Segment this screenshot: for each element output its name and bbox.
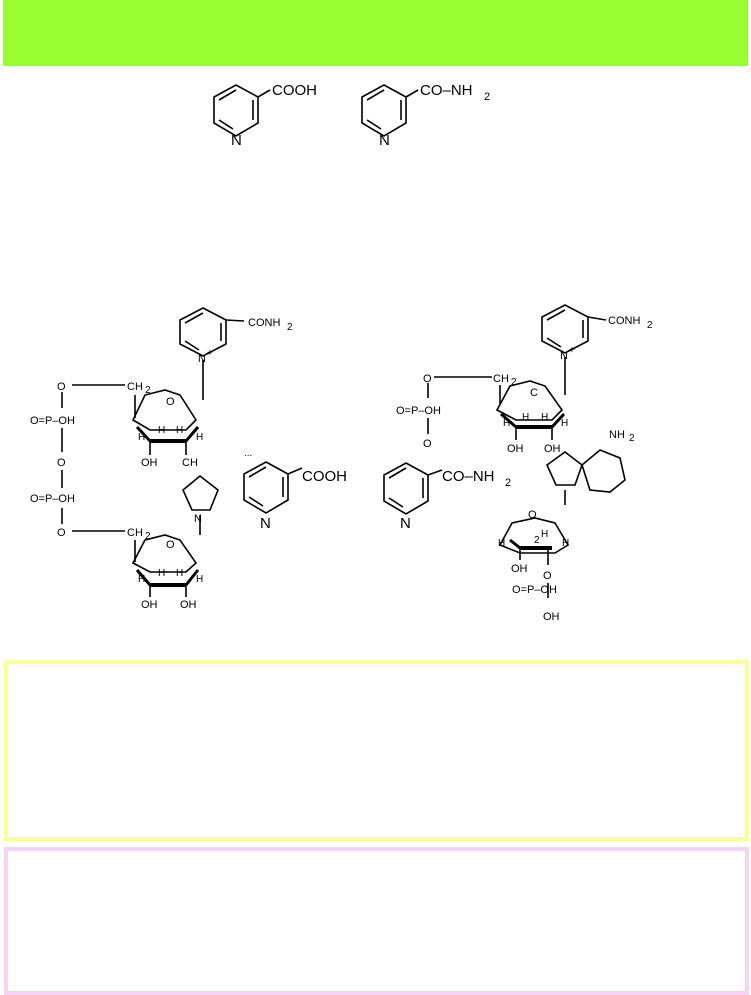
nicotinamide-top: [361, 84, 419, 137]
nicotinamide-mid: [383, 462, 443, 515]
nadp-ring-o2: O: [528, 509, 537, 521]
nadp-amide-sub: 2: [647, 320, 653, 331]
nad-oh-top: OH: [141, 457, 158, 469]
nicotinic-acid-top: [213, 84, 271, 137]
nadp-oh-2: OH: [544, 443, 561, 455]
nadp-o-top: O: [423, 373, 432, 385]
mid-dots: ...: [244, 448, 252, 459]
mid-acid-group: COOH: [302, 468, 347, 485]
header-banner: [3, 0, 748, 66]
nad-ring-o-bottom: O: [166, 539, 175, 551]
nad-ring-o-top: O: [166, 396, 175, 408]
nad-ring-n-sup: +: [207, 348, 213, 359]
nadp-h-1: H: [503, 418, 510, 429]
nad-ch2-top-sub: 2: [145, 385, 151, 396]
nad-ch2-bottom-sub: 2: [145, 531, 151, 542]
nad-amide: CONH: [248, 317, 280, 329]
structures-diagram: COOH N CO–NH 2 N CONH 2 N + CH 2 O O=P–O…: [30, 82, 653, 623]
nad-oh-bottom-1: OH: [141, 599, 158, 611]
nadp-h-6: H: [541, 529, 548, 540]
nadp-nh2: NH: [609, 429, 625, 441]
mid-amide-sub: 2: [505, 477, 511, 489]
nad-ch2-bottom: CH: [127, 527, 143, 539]
mid-acid-n: N: [260, 515, 271, 532]
nad-ch2-top: CH: [127, 381, 143, 393]
nadp-h-2: H: [522, 412, 529, 423]
nadp-h-7: H: [562, 538, 569, 549]
answer-box-yellow: [4, 660, 749, 841]
nadp-phosphate-bottom: O=P–OH: [512, 584, 557, 596]
nad-h-2: H: [158, 425, 165, 436]
answer-box-pink: [4, 847, 749, 995]
mid-amide-n: N: [400, 515, 411, 532]
nadp-phosphate-top: O=P–OH: [396, 405, 441, 417]
nad-h-5: H: [138, 574, 145, 585]
nad-h-4: H: [196, 432, 203, 443]
nadp-two: 2: [534, 535, 540, 546]
nad-h-3: H: [176, 425, 183, 436]
nad-h-7: H: [176, 568, 183, 579]
nad-phosphate-1: O=P–OH: [30, 415, 75, 427]
nad-o2: O: [57, 457, 66, 469]
nadp-nh2-sub: 2: [629, 433, 635, 444]
nadp-o-link: O: [543, 570, 552, 582]
nadp-h-4: H: [561, 418, 568, 429]
nadp-h-5: H: [498, 538, 505, 549]
nadp-ch2: CH: [493, 373, 509, 385]
nadp-oh-3: OH: [511, 563, 528, 575]
top-acid-group: COOH: [272, 82, 317, 99]
nadp-ch2-sub: 2: [511, 377, 517, 388]
nad-o1: O: [57, 381, 66, 393]
nad-ring-n: N: [198, 353, 206, 365]
nadp-oh-bottom: OH: [543, 611, 560, 623]
nicotinic-acid-mid: [243, 461, 303, 514]
nad-structure: [61, 307, 245, 597]
nadp-ring-n-sup: +: [569, 345, 575, 356]
nad-h-8: H: [196, 574, 203, 585]
nadp-amide: CONH: [608, 315, 640, 327]
nad-o3: O: [57, 527, 66, 539]
nadp-ring-c: C: [530, 387, 538, 399]
top-amide-group: CO–NH: [420, 82, 473, 99]
nadp-o-bottom: O: [423, 438, 432, 450]
nadp-oh-1: OH: [507, 443, 524, 455]
nad-h-6: H: [158, 568, 165, 579]
top-acid-n: N: [231, 132, 242, 149]
nad-ch-top: CH: [182, 457, 198, 469]
top-amide-n: N: [379, 132, 390, 149]
nadp-structure: [427, 304, 626, 598]
nadp-ring-n: N: [560, 350, 568, 362]
top-amide-sub: 2: [484, 91, 490, 103]
mid-amide-group: CO–NH: [442, 468, 495, 485]
nad-phosphate-2: O=P–OH: [30, 493, 75, 505]
nad-h-1: H: [138, 432, 145, 443]
nadp-h-3: H: [541, 412, 548, 423]
nad-oh-bottom-2: OH: [180, 599, 197, 611]
nad-adenine-n: N: [194, 513, 202, 525]
nad-amide-sub: 2: [287, 322, 293, 333]
